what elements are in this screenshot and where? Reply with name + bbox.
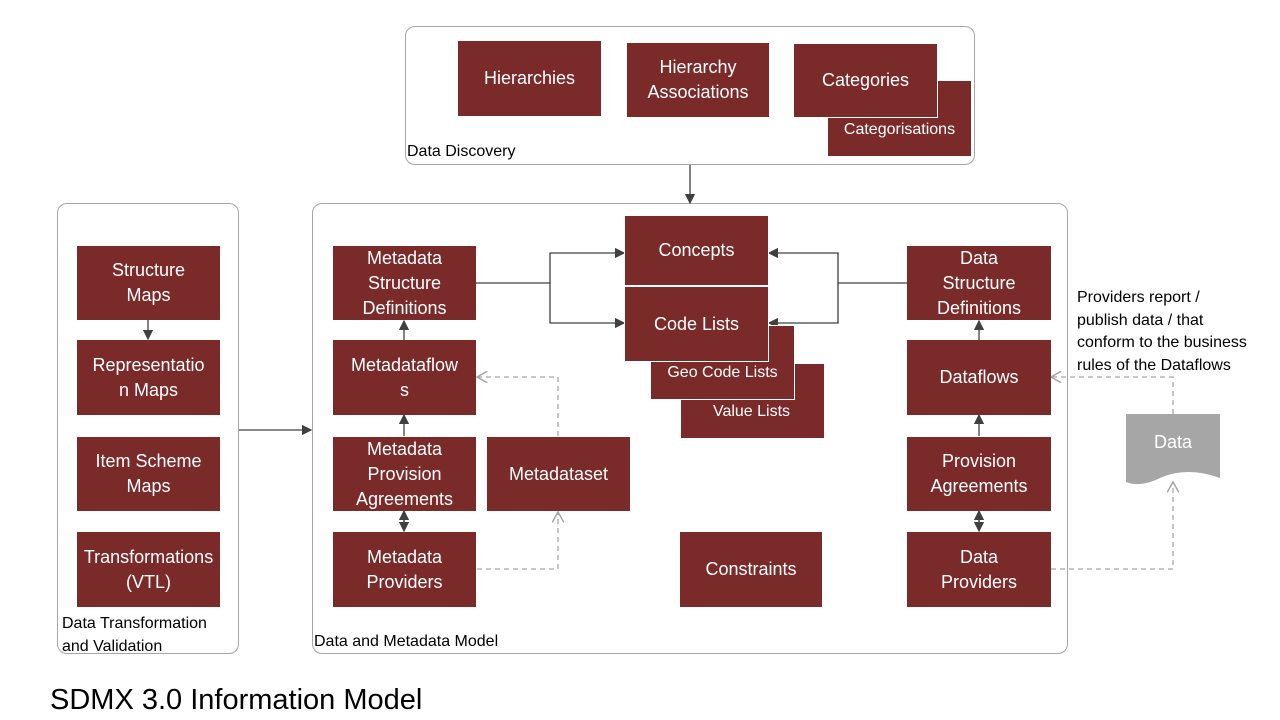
data-structure-definitions-box: Data Structure Definitions — [907, 246, 1051, 320]
hierarchy-associations-box: Hierarchy Associations — [627, 43, 769, 117]
data-document-label: Data — [1153, 432, 1193, 452]
metadata-provision-agreements-box: Metadata Provision Agreements — [333, 437, 476, 511]
metadata-structure-definitions-box: Metadata Structure Definitions — [333, 246, 476, 320]
diagram-title: SDMX 3.0 Information Model — [50, 684, 423, 716]
hierarchies-box: Hierarchies — [458, 41, 601, 116]
providers-note: Providers report / publish data / that c… — [1077, 289, 1247, 374]
concepts-box: Concepts — [624, 215, 769, 286]
metadataset-box: Metadataset — [487, 437, 630, 511]
data-metadata-model-label: Data and Metadata Model — [314, 633, 499, 650]
metadataflows-box: Metadataflow s — [333, 340, 476, 415]
categories-box: Categories — [793, 43, 938, 118]
dataflows-box: Dataflows — [907, 340, 1051, 415]
metadata-providers-box: Metadata Providers — [333, 532, 476, 607]
transformations-box: Transformations (VTL) — [77, 532, 220, 607]
item-scheme-maps-box: Item Scheme Maps — [77, 437, 220, 511]
code-lists-box: Code Lists — [624, 286, 769, 362]
structure-maps-box: Structure Maps — [77, 246, 220, 320]
data-discovery-label: Data Discovery — [407, 143, 516, 160]
data-document-shape — [1126, 414, 1220, 485]
provision-agreements-box: Provision Agreements — [907, 437, 1051, 511]
data-providers-box: Data Providers — [907, 532, 1051, 607]
representation-maps-box: Representatio n Maps — [77, 340, 220, 415]
data-transformation-label: Data Transformation and Validation — [62, 615, 207, 655]
constraints-box: Constraints — [680, 532, 822, 607]
